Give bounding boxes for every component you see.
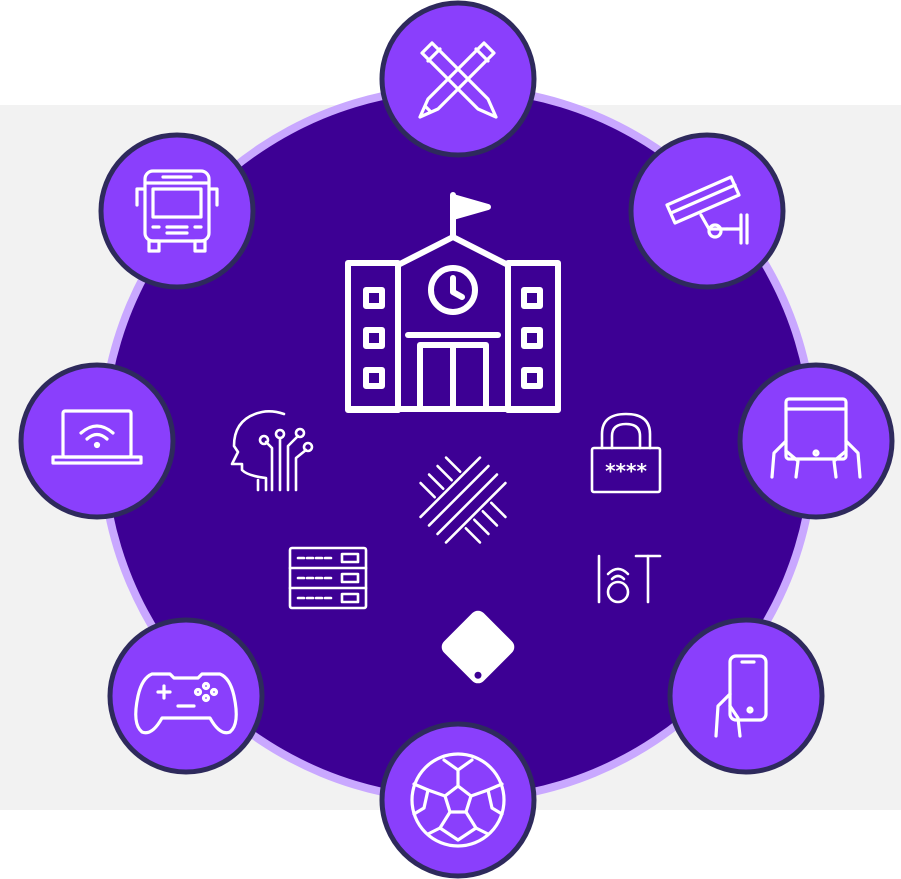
svg-text:****: **** xyxy=(605,459,647,483)
iot-icon xyxy=(597,554,662,604)
security-camera-icon xyxy=(665,175,749,245)
pencils-icon xyxy=(418,41,498,119)
lock-password-icon: **** xyxy=(590,412,662,494)
smartphone-icon xyxy=(714,654,768,738)
bus-icon xyxy=(135,169,219,253)
satellite-pencils xyxy=(379,0,537,158)
satellite-tablet xyxy=(737,362,895,520)
school-building-icon xyxy=(345,192,561,413)
access-point-icon xyxy=(441,610,515,684)
satellite-laptop xyxy=(18,362,176,520)
laptop-wifi-icon xyxy=(51,409,143,465)
soccer-ball-icon xyxy=(410,752,506,848)
ai-head-icon xyxy=(230,410,314,492)
server-rack-icon xyxy=(288,546,368,610)
satellite-security-camera xyxy=(628,132,786,290)
satellite-smartphone xyxy=(667,617,825,775)
woven-fabric-icon xyxy=(419,456,507,544)
satellite-game-controller xyxy=(107,617,265,775)
tablet-icon xyxy=(770,397,862,479)
satellite-bus xyxy=(98,132,256,290)
hub-circle xyxy=(106,92,810,796)
satellite-soccer-ball xyxy=(379,721,537,879)
game-controller-icon xyxy=(134,672,238,735)
